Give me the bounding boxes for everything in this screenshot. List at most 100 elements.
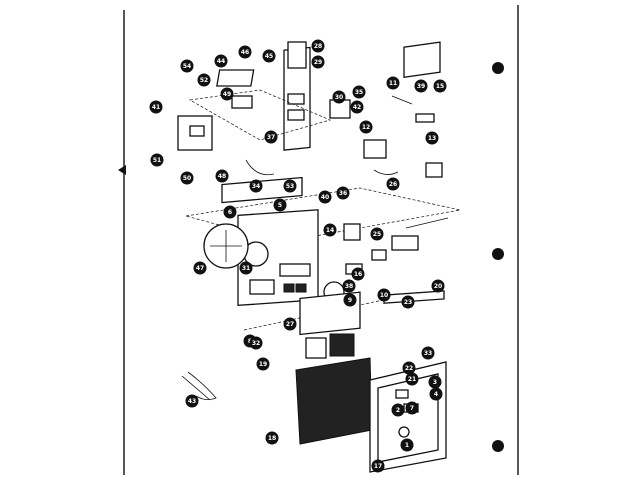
callout-44: 44 — [214, 54, 228, 68]
punch-hole-middle — [492, 248, 504, 260]
callout-label: 22 — [405, 365, 413, 372]
callout-51: 51 — [150, 153, 164, 167]
punch-hole-top — [492, 62, 504, 74]
callout-label: 39 — [417, 83, 425, 90]
callout-21: 21 — [405, 372, 419, 386]
callout-label: 30 — [335, 94, 343, 101]
callout-label: 5 — [278, 202, 282, 209]
callout-label: 28 — [314, 43, 322, 50]
callout-54: 54 — [180, 59, 194, 73]
callout-label: 13 — [428, 135, 436, 142]
callout-49: 49 — [220, 87, 234, 101]
callout-label: 15 — [436, 83, 444, 90]
callout-label: 36 — [339, 190, 347, 197]
callout-53: 53 — [283, 179, 297, 193]
callout-15: 15 — [433, 79, 447, 93]
callout-label: 53 — [286, 183, 294, 190]
callout-label: 26 — [389, 181, 397, 188]
callout-label: 18 — [268, 435, 276, 442]
callout-47: 47 — [193, 261, 207, 275]
callout-label: 14 — [326, 227, 334, 234]
callout-label: 54 — [183, 63, 191, 70]
callout-28: 28 — [311, 39, 325, 53]
control-housing-assembly — [177, 41, 443, 178]
callout-33: 33 — [421, 346, 435, 360]
callout-46: 46 — [238, 45, 252, 59]
callout-52: 52 — [197, 73, 211, 87]
callout-30: 30 — [332, 90, 346, 104]
callout-11: 11 — [386, 76, 400, 90]
callout-label: 31 — [242, 265, 250, 272]
callout-label: 2 — [396, 407, 400, 414]
callout-10: 10 — [377, 288, 391, 302]
punch-hole-bottom — [492, 440, 504, 452]
callout-12: 12 — [359, 120, 373, 134]
callout-label: 6 — [228, 209, 232, 216]
callout-label: 25 — [373, 231, 381, 238]
callout-label: 46 — [241, 49, 249, 56]
callout-label: 41 — [152, 104, 160, 111]
callout-label: 21 — [408, 376, 416, 383]
callout-label: 44 — [217, 58, 225, 65]
callout-label: 19 — [259, 361, 267, 368]
callout-label: 32 — [252, 340, 260, 347]
callout-5: 5 — [273, 198, 287, 212]
callout-label: 51 — [153, 157, 161, 164]
callout-label: 45 — [265, 53, 273, 60]
callout-25: 25 — [370, 227, 384, 241]
callout-label: 4 — [434, 391, 438, 398]
callout-label: 50 — [183, 175, 191, 182]
callout-48: 48 — [215, 169, 229, 183]
callout-29: 29 — [311, 55, 325, 69]
callout-label: 27 — [286, 321, 294, 328]
grille — [295, 357, 373, 445]
callout-label: 16 — [354, 271, 362, 278]
callout-9: 9 — [343, 293, 357, 307]
callout-43: 43 — [185, 394, 199, 408]
callout-23: 23 — [401, 295, 415, 309]
callout-label: 35 — [355, 89, 363, 96]
callout-label: 9 — [348, 297, 352, 304]
callout-17: 17 — [371, 459, 385, 473]
callout-26: 26 — [386, 177, 400, 191]
callout-3: 3 — [428, 375, 442, 389]
sensor — [391, 235, 419, 251]
callout-label: 1 — [405, 442, 409, 449]
callout-13: 13 — [425, 131, 439, 145]
callout-label: 20 — [434, 283, 442, 290]
callout-35: 35 — [352, 85, 366, 99]
callout-label: 34 — [252, 183, 260, 190]
callout-41: 41 — [149, 100, 163, 114]
callout-50: 50 — [180, 171, 194, 185]
callout-label: 43 — [188, 398, 196, 405]
callout-label: 47 — [196, 265, 204, 272]
callout-14: 14 — [323, 223, 337, 237]
callout-label: 48 — [218, 173, 226, 180]
callout-20: 20 — [431, 279, 445, 293]
callout-45: 45 — [262, 49, 276, 63]
callout-18: 18 — [265, 431, 279, 445]
callout-label: 40 — [321, 194, 329, 201]
callout-36: 36 — [336, 186, 350, 200]
callout-22: 22 — [402, 361, 416, 375]
callout-27: 27 — [283, 317, 297, 331]
callout-7: 7 — [405, 401, 419, 415]
callout-16: 16 — [351, 267, 365, 281]
callout-6: 6 — [223, 205, 237, 219]
callout-40: 40 — [318, 190, 332, 204]
callout-34: 34 — [249, 179, 263, 193]
callout-38: 38 — [342, 279, 356, 293]
callout-layer: 1234567891011121314151617181920212223252… — [149, 39, 447, 473]
callout-label: 12 — [362, 124, 370, 131]
callout-label: 3 — [433, 379, 437, 386]
callout-label: 17 — [374, 463, 382, 470]
callout-label: 42 — [353, 104, 361, 111]
callout-42: 42 — [350, 100, 364, 114]
callout-label: 33 — [424, 350, 432, 357]
callout-label: 10 — [380, 292, 388, 299]
callout-39: 39 — [414, 79, 428, 93]
control-panel-assembly — [185, 176, 461, 331]
callout-label: 29 — [314, 59, 322, 66]
callout-19: 19 — [256, 357, 270, 371]
